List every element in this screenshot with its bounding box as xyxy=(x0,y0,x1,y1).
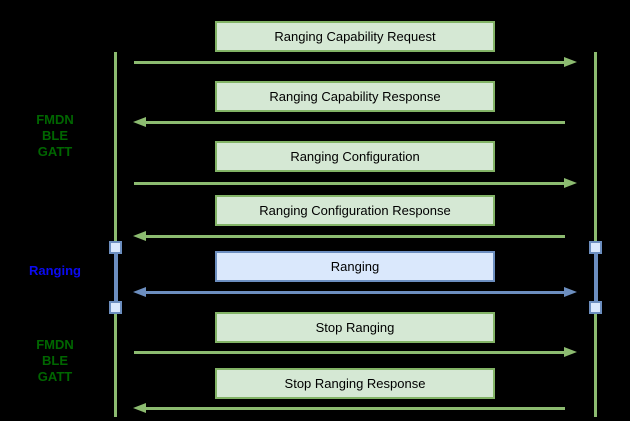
right-lifeline-blue-segment xyxy=(594,254,598,301)
phase-label-line: FMDN xyxy=(36,112,74,127)
message-arrow-right xyxy=(134,177,577,189)
arrowhead-left-icon xyxy=(133,287,146,297)
arrowhead-right-icon xyxy=(564,347,577,357)
message-box-ranging-capability-request: Ranging Capability Request xyxy=(215,21,495,52)
left-lifeline-green-bottom xyxy=(114,301,117,417)
right-lifeline-green-top xyxy=(594,52,597,254)
left-lifeline-blue-segment xyxy=(114,254,118,301)
message-label: Stop Ranging Response xyxy=(284,376,426,391)
arrowhead-right-icon xyxy=(564,287,577,297)
arrowhead-left-icon xyxy=(133,403,146,413)
arrowhead-right-icon xyxy=(564,57,577,67)
message-label: Ranging xyxy=(330,259,380,274)
message-arrow-left xyxy=(133,402,565,414)
phase-label-line: Ranging xyxy=(29,263,81,278)
phase-label-line: GATT xyxy=(37,369,73,384)
message-box-stop-ranging-response: Stop Ranging Response xyxy=(215,368,495,399)
arrow-shaft xyxy=(134,181,564,185)
message-box-ranging-configuration-response: Ranging Configuration Response xyxy=(215,195,495,226)
arrow-shaft xyxy=(134,350,564,354)
message-label: Ranging Capability Response xyxy=(269,89,441,104)
phase-label-line: BLE xyxy=(42,128,68,143)
message-label: Ranging Configuration Response xyxy=(259,203,451,218)
message-arrow-left xyxy=(133,230,565,242)
arrow-shaft xyxy=(146,234,565,238)
arrow-shaft xyxy=(146,406,565,410)
right-activation-square-top xyxy=(589,241,602,254)
arrow-shaft xyxy=(146,120,565,124)
message-arrow-bidirectional xyxy=(133,286,577,298)
arrowhead-left-icon xyxy=(133,231,146,241)
arrowhead-right-icon xyxy=(564,178,577,188)
left-lifeline-green-top xyxy=(114,52,117,254)
arrow-shaft xyxy=(146,290,564,294)
message-arrow-right xyxy=(134,56,577,68)
left-activation-square-bottom xyxy=(109,301,122,314)
right-activation-square-bottom xyxy=(589,301,602,314)
phase-label-fmdn-ble-gatt-bottom: FMDN BLE GATT xyxy=(0,337,110,385)
phase-label-line: BLE xyxy=(42,353,68,368)
message-label: Ranging Configuration xyxy=(290,149,420,164)
arrow-shaft xyxy=(134,60,564,64)
message-arrow-left xyxy=(133,116,565,128)
phase-label-line: FMDN xyxy=(36,337,74,352)
left-activation-square-top xyxy=(109,241,122,254)
phase-label-line: GATT xyxy=(37,144,73,159)
message-box-stop-ranging: Stop Ranging xyxy=(215,312,495,343)
message-label: Stop Ranging xyxy=(315,320,395,335)
message-label: Ranging Capability Request xyxy=(274,29,436,44)
phase-label-ranging: Ranging xyxy=(0,263,110,279)
phase-label-fmdn-ble-gatt-top: FMDN BLE GATT xyxy=(0,112,110,160)
message-box-ranging: Ranging xyxy=(215,251,495,282)
arrowhead-left-icon xyxy=(133,117,146,127)
right-lifeline-green-bottom xyxy=(594,301,597,417)
message-arrow-right xyxy=(134,346,577,358)
message-box-ranging-capability-response: Ranging Capability Response xyxy=(215,81,495,112)
message-box-ranging-configuration: Ranging Configuration xyxy=(215,141,495,172)
